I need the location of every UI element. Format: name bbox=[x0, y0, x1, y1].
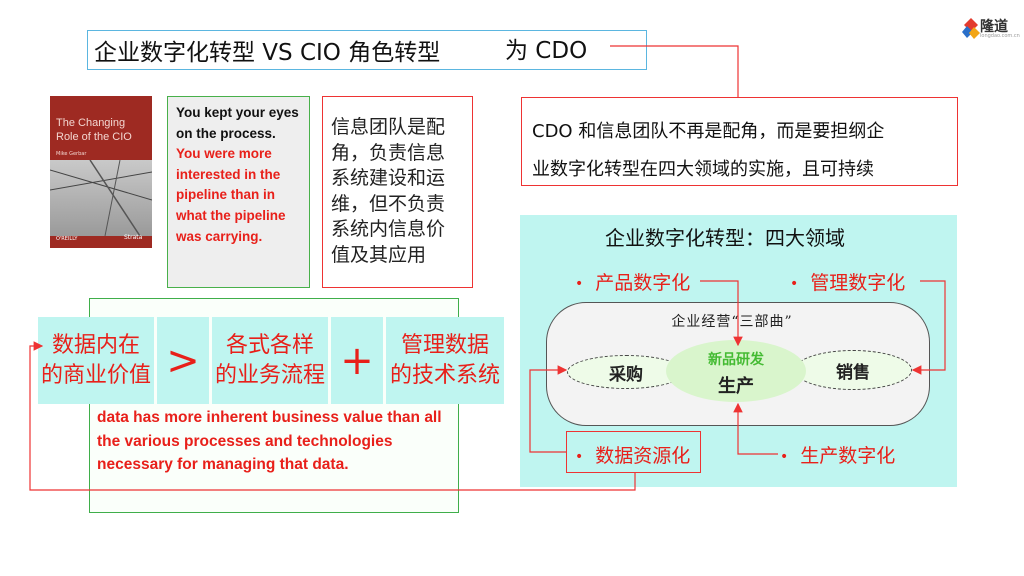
cdo-statement-box: CDO 和信息团队不再是配角，而是要担纲企 业数字化转型在四大领域的实施，且可持… bbox=[521, 97, 958, 186]
data-feedback-arrow bbox=[29, 341, 636, 491]
book-title: The Changing Role of the CIO bbox=[56, 117, 132, 143]
slide-title: 企业数字化转型 VS CIO 角色转型 bbox=[94, 40, 441, 66]
formula-term-tech-systems: 管理数据的技术系统 bbox=[386, 317, 504, 404]
company-logo: 隆道 longdao.com.cn bbox=[962, 14, 1022, 44]
production-arrow bbox=[733, 402, 778, 455]
book-cover-image: The Changing Role of the CIO Mike Gerbar… bbox=[50, 96, 152, 248]
stage-production-ellipse bbox=[666, 340, 806, 402]
formula-term-business-value: 数据内在的商业价值 bbox=[38, 317, 154, 404]
info-team-box: 信息团队是配 角，负责信息 系统建设和运 维，但不负责 系统内信息价 值及其应用 bbox=[322, 96, 473, 288]
cdo-line-2: 业数字化转型在四大领域的实施，且可持续 bbox=[532, 159, 874, 180]
stage-production-label: 生产 bbox=[718, 376, 754, 397]
domain-production: •生产数字化 bbox=[780, 445, 896, 467]
cdo-line-1: CDO 和信息团队不再是配角，而是要担纲企 bbox=[532, 121, 885, 142]
logo-text: 隆道 bbox=[980, 19, 1008, 35]
title-to-cdo-line bbox=[610, 45, 739, 97]
trilogy-caption: 企业经营“三部曲” bbox=[671, 314, 793, 330]
english-note: data has more inherent business value th… bbox=[97, 409, 442, 473]
slide-title-suffix: 为 CDO bbox=[505, 38, 588, 64]
logo-subtext: longdao.com.cn bbox=[980, 33, 1020, 39]
formula-greater-than: > bbox=[157, 317, 209, 404]
quote-box: You kept your eyes on the process. You w… bbox=[167, 96, 310, 288]
formula-plus: + bbox=[331, 317, 383, 404]
formula-term-business-processes: 各式各样的业务流程 bbox=[212, 317, 328, 404]
quote-red-text: You were more interested in the pipeline… bbox=[176, 146, 286, 244]
quote-black-text: You kept your eyes on the process. bbox=[176, 105, 299, 141]
title-box bbox=[87, 30, 647, 70]
book-series: Strata bbox=[124, 234, 143, 241]
book-author: Mike Gerbar bbox=[56, 151, 87, 157]
domain-management: •管理数字化 bbox=[790, 272, 906, 294]
management-arrow bbox=[911, 280, 946, 375]
stage-rd-label: 新品研发 bbox=[708, 352, 764, 368]
book-photo bbox=[50, 160, 152, 236]
logo-mark-icon bbox=[962, 18, 980, 39]
four-domains-title: 企业数字化转型：四大领域 bbox=[605, 226, 845, 250]
domain-data: •数据资源化 bbox=[575, 445, 691, 467]
domain-data-box bbox=[566, 431, 701, 473]
domain-product: •产品数字化 bbox=[575, 272, 691, 294]
book-publisher: O'REILLY bbox=[56, 236, 78, 242]
data-to-purchase-arrow bbox=[529, 365, 568, 453]
stage-purchase: 采购 bbox=[567, 355, 685, 389]
product-arrow bbox=[700, 280, 743, 347]
